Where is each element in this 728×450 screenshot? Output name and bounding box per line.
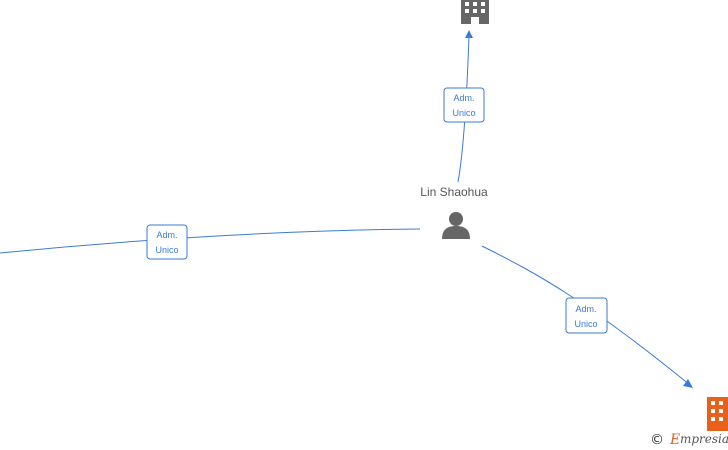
edge-to-bottom-right-company[interactable] [481,245,693,388]
company-node-bottom-right[interactable] [707,397,728,431]
copyright-symbol: © [650,432,664,448]
edge-label-box [146,224,188,260]
brand-initial: E [669,432,680,448]
edge-line [0,228,421,254]
edge-label-box [443,87,485,123]
edge-label-role-line1: Adm. [453,93,474,103]
edge-to-left[interactable] [0,228,421,254]
edge-label-role-line2: Unico [155,245,178,255]
edge-line [457,35,470,183]
edge-line [481,245,691,386]
edge-to-top-company[interactable] [457,30,473,183]
edge-label-role-line2: Unico [574,319,597,329]
edge-label-box [565,297,608,334]
edge-label-to-left[interactable]: Adm. Unico [146,224,188,260]
building-icon [707,397,728,431]
edge-label-to-bottom-right-company[interactable]: Adm. Unico [565,297,608,334]
company-node-top[interactable] [461,0,489,24]
edge-label-role-line1: Adm. [156,230,177,240]
arrowhead [683,379,693,388]
watermark: © E mpresia [650,432,728,448]
edge-label-to-top-company[interactable]: Adm. Unico [443,87,485,123]
edge-label-role-line2: Unico [452,108,475,118]
brand-name-rest: mpresia [680,432,728,446]
person-name: Lin Shaohua [420,185,488,199]
person-node[interactable]: Lin Shaohua [420,185,488,239]
arrowhead [465,30,473,38]
building-icon [461,0,489,24]
edge-label-role-line1: Adm. [575,304,596,314]
person-icon [442,212,470,239]
